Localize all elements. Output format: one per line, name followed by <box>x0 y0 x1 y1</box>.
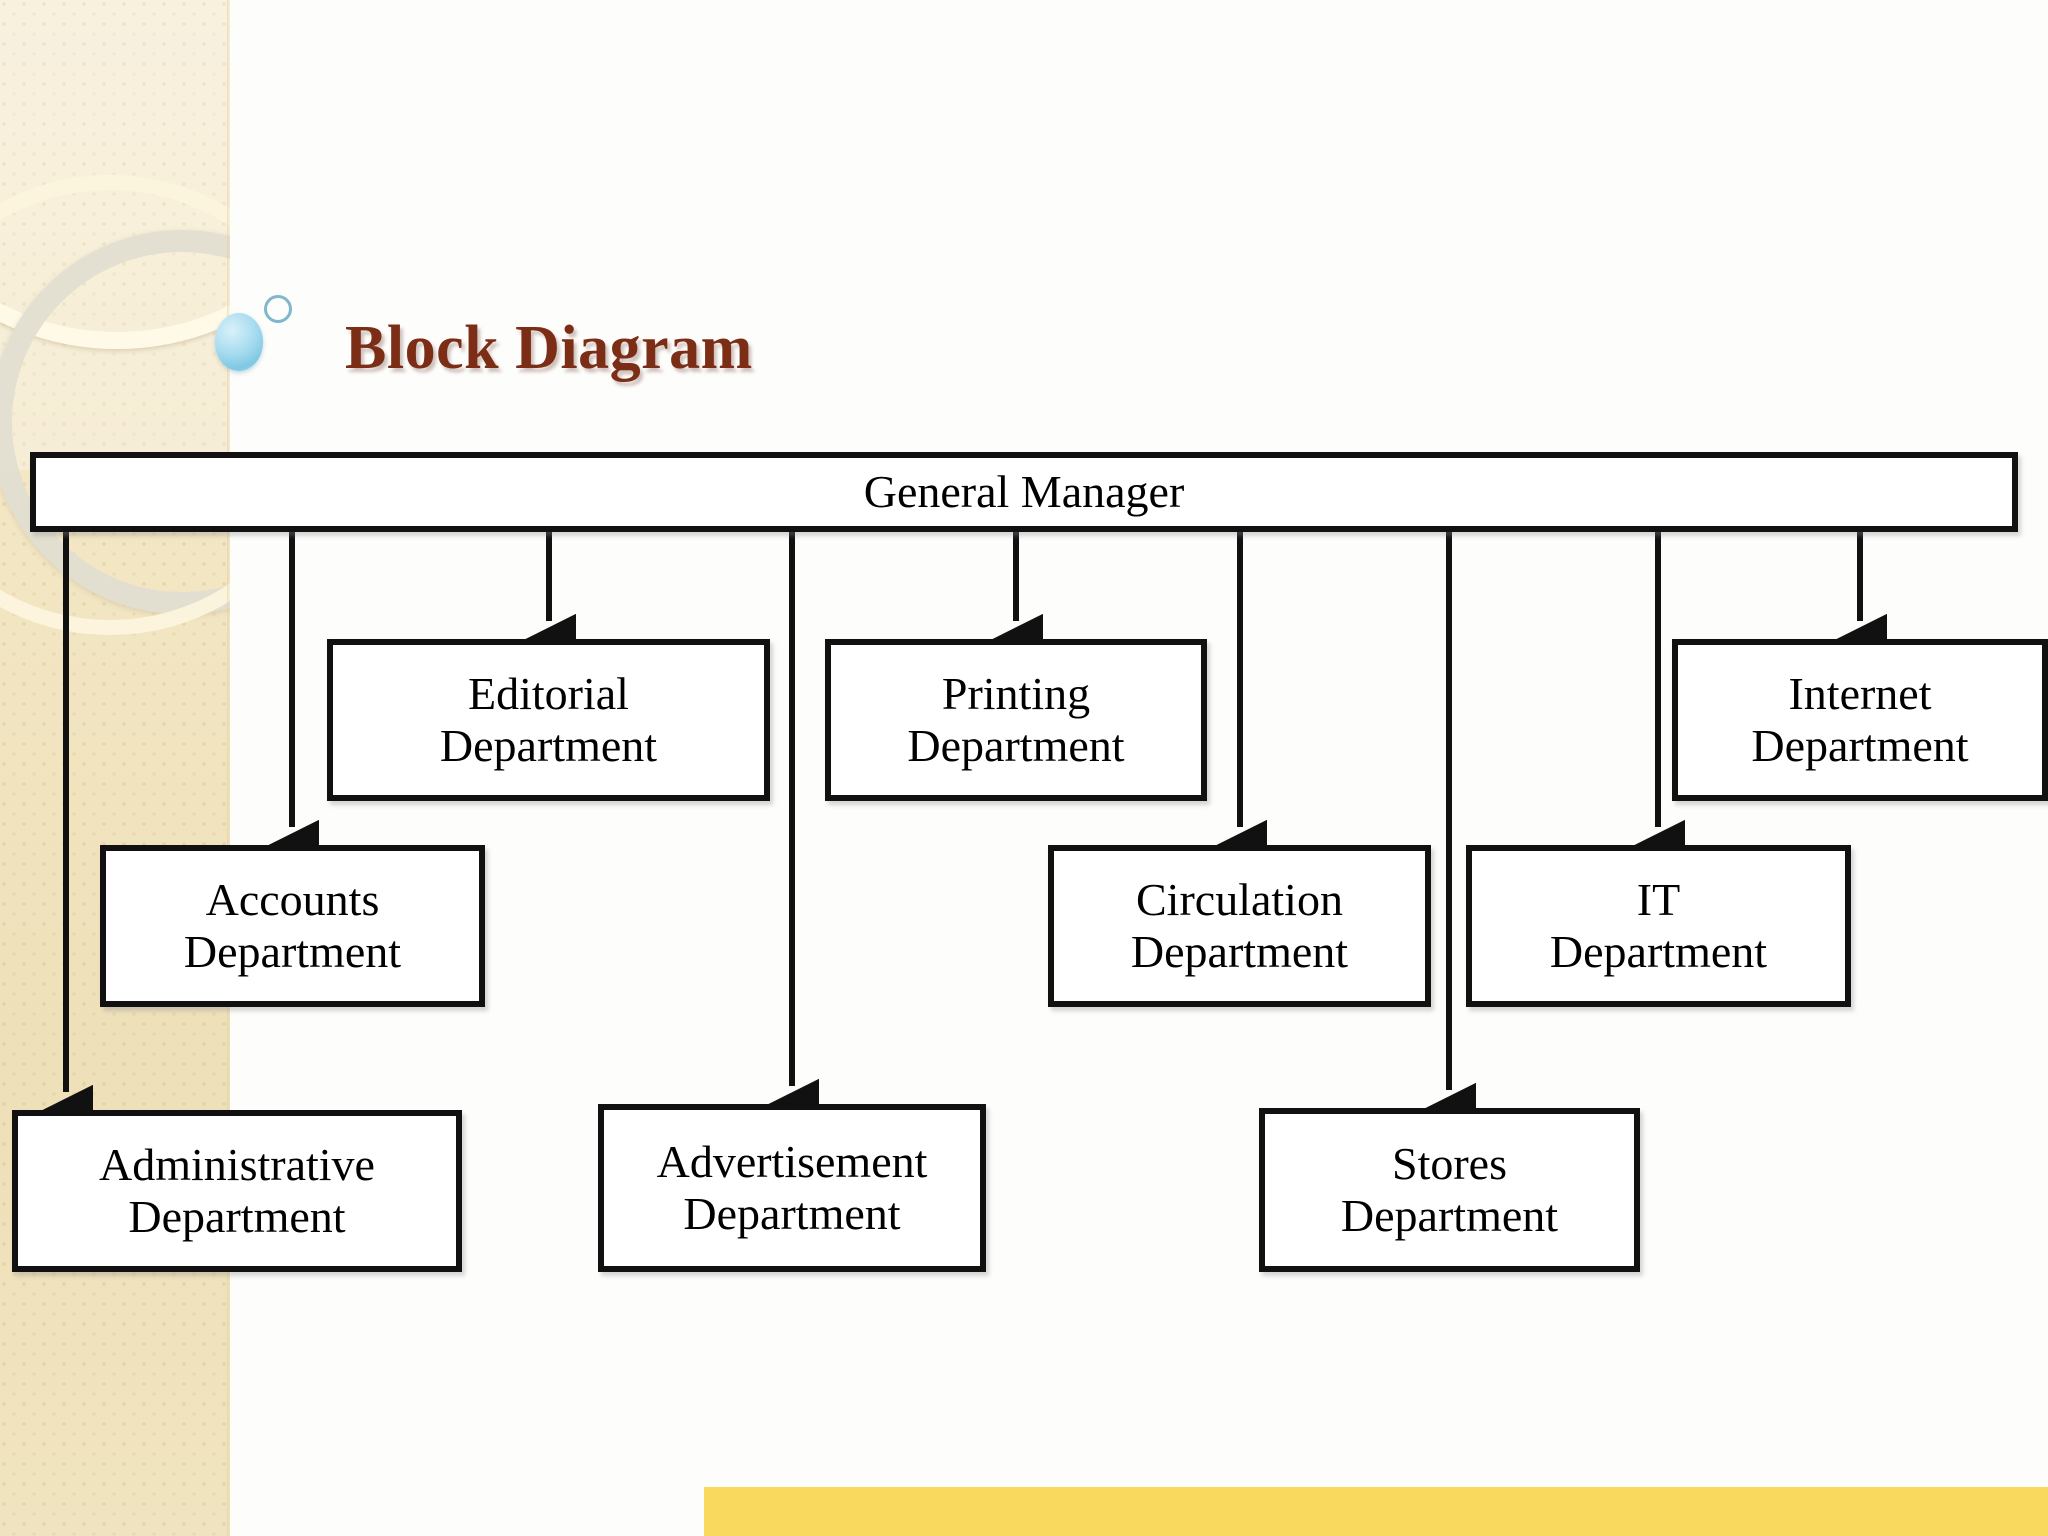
decorative-side-band <box>0 0 230 1536</box>
node-label-line1: IT <box>1636 874 1681 926</box>
node-label-line1: Administrative <box>99 1139 375 1191</box>
bottom-accent-bar <box>704 1487 2048 1536</box>
bubble-icon <box>215 313 263 371</box>
node-label-line2: Department <box>439 720 658 771</box>
node-label-line2: Department <box>183 926 402 977</box>
node-label-line1: Advertisement <box>656 1136 928 1188</box>
node-label-line2: Department <box>1549 926 1768 977</box>
bubble-outline-icon <box>264 295 292 323</box>
node-label-line1: Accounts <box>205 874 380 926</box>
node-label-line2: Department <box>683 1188 901 1239</box>
node-label-line2: Department <box>1130 926 1349 977</box>
page-title: Block Diagram <box>345 314 753 382</box>
node-label-line1: Printing <box>941 668 1091 720</box>
node-label-line1: Stores <box>1391 1138 1507 1190</box>
node-label: General Manager <box>863 466 1185 518</box>
node-label-line1: Internet <box>1788 668 1932 720</box>
node-label-line2: Department <box>1340 1190 1559 1241</box>
node-label-line1: Circulation <box>1136 874 1343 926</box>
node-label-line2: Department <box>1751 720 1969 771</box>
node-gm: General Manager <box>30 452 2018 532</box>
node-label-line2: Department <box>128 1191 346 1242</box>
band-edge-shadow <box>227 0 230 1536</box>
node-label-line1: Editorial <box>468 668 629 720</box>
node-label-line2: Department <box>907 720 1125 771</box>
